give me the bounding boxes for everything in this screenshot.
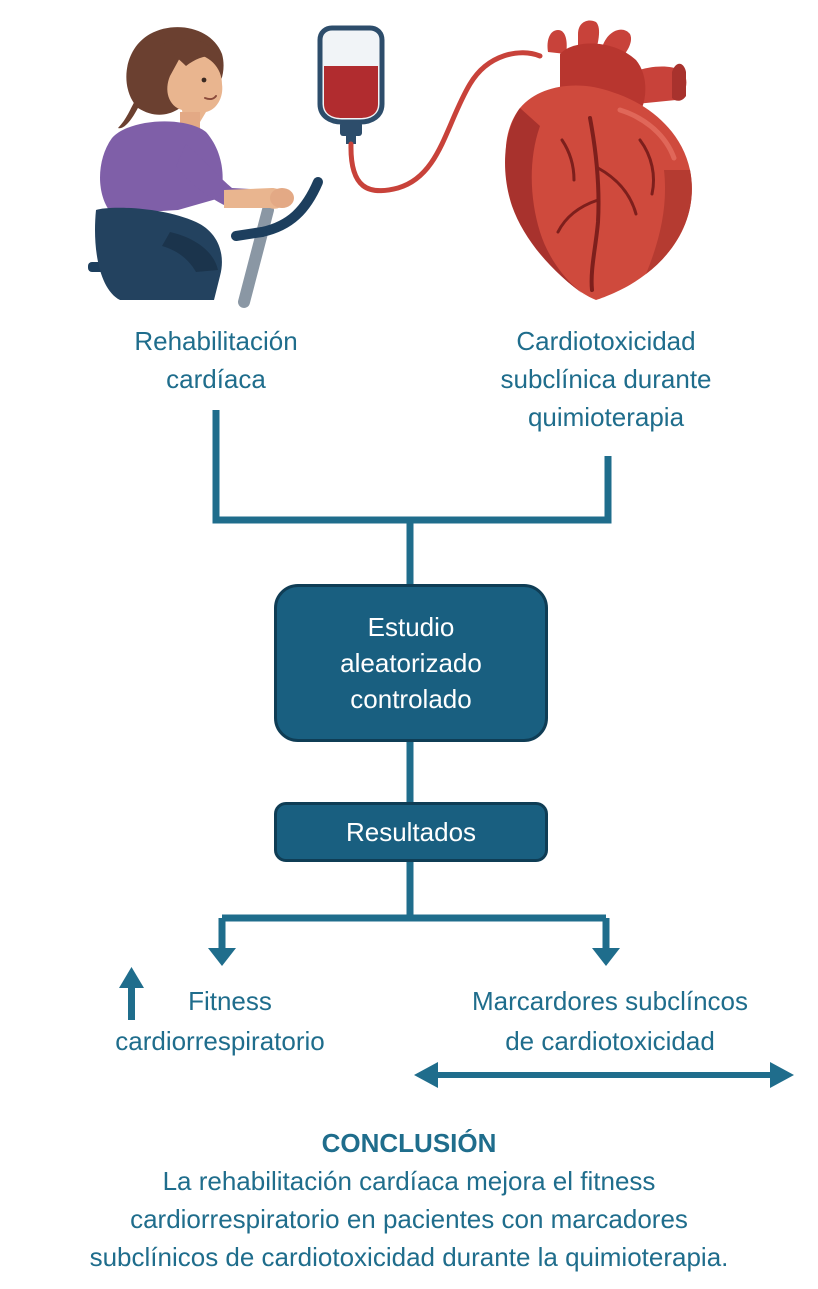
markers-label-line2: de cardiotoxicidad: [505, 1026, 715, 1056]
conclusion-line1: La rehabilitación cardíaca mejora el fit…: [162, 1166, 656, 1196]
down-arrow-right-icon: [592, 948, 620, 966]
study-design-box: Estudio aleatorizado controlado: [274, 584, 548, 742]
study-box-line2: aleatorizado: [340, 648, 482, 678]
markers-label-line1: Marcardores subclíncos: [472, 986, 748, 1016]
conclusion-line2: cardiorrespiratorio en pacientes con mar…: [130, 1204, 688, 1234]
results-box-label: Resultados: [345, 817, 477, 847]
fitness-label-line1: Fitness: [188, 986, 272, 1016]
rehabilitation-label-line2: cardíaca: [166, 364, 266, 394]
cardiotoxicity-label-line1: Cardiotoxicidad: [516, 326, 696, 356]
rehabilitation-label: Rehabilitación cardíaca: [66, 322, 366, 398]
fitness-label: Fitness cardiorrespiratorio: [70, 982, 370, 1060]
exercise-bike-illustration: [88, 27, 323, 308]
markers-label: Marcardores subclíncos de cardiotoxicida…: [420, 982, 800, 1060]
study-box-line1: Estudio: [367, 612, 455, 642]
arrow-up-icon: [119, 967, 144, 1020]
results-box: Resultados: [274, 802, 548, 862]
study-box-line3: controlado: [350, 684, 472, 714]
rehabilitation-label-line1: Rehabilitación: [134, 326, 298, 356]
connector-lines: [212, 410, 612, 950]
fitness-label-line2: cardiorrespiratorio: [115, 1026, 325, 1056]
cardiotoxicity-label-line2: subclínica durante: [500, 364, 712, 394]
down-arrow-left-icon: [208, 948, 236, 966]
conclusion-line3: subclínicos de cardiotoxicidad durante l…: [89, 1242, 729, 1272]
cardiotoxicity-label-line3: quimioterapia: [527, 402, 685, 432]
conclusion-title: CONCLUSIÓN: [321, 1128, 497, 1158]
heart-illustration: [505, 20, 692, 300]
iv-bag-illustration: [317, 25, 543, 194]
double-arrow-horizontal-icon: [414, 1062, 794, 1088]
cardiotoxicity-label: Cardiotoxicidad subclínica durante quimi…: [446, 322, 766, 436]
